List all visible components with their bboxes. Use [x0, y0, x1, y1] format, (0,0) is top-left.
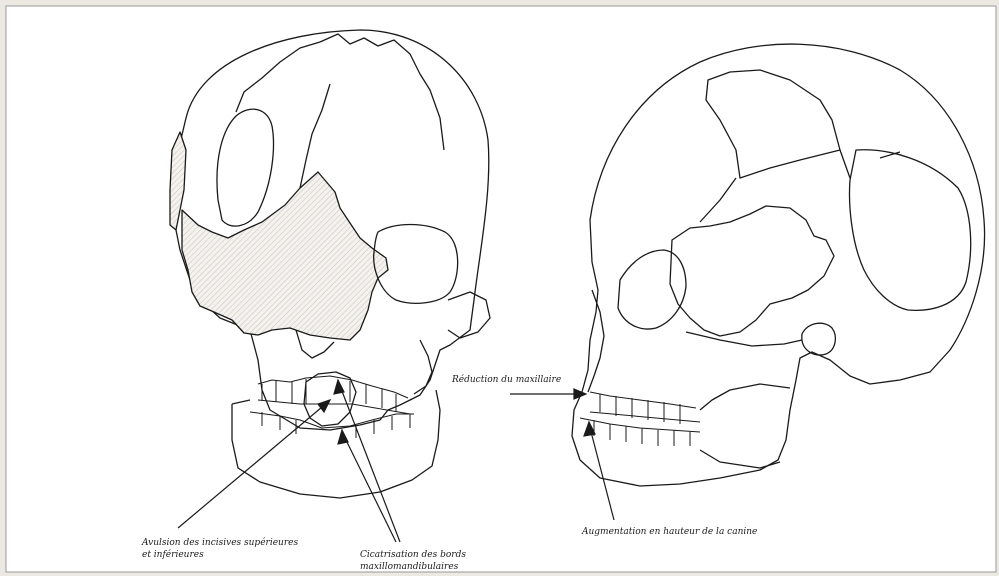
annotation-cicatrisation-line1: Cicatrisation des bords	[360, 549, 466, 561]
annotation-reduction: Réduction du maxillaire	[452, 374, 561, 386]
annotation-cicatrisation: Cicatrisation des bords maxillomandibula…	[360, 549, 466, 573]
paper-frame	[6, 6, 996, 572]
annotation-cicatrisation-line2: maxillomandibulaires	[360, 561, 466, 573]
annotation-avulsion-line2: et inférieures	[142, 549, 298, 561]
annotation-augmentation: Augmentation en hauteur de la canine	[582, 526, 757, 538]
annotation-avulsion: Avulsion des incisives supérieures et in…	[142, 537, 298, 561]
annotation-avulsion-line1: Avulsion des incisives supérieures	[142, 537, 298, 549]
